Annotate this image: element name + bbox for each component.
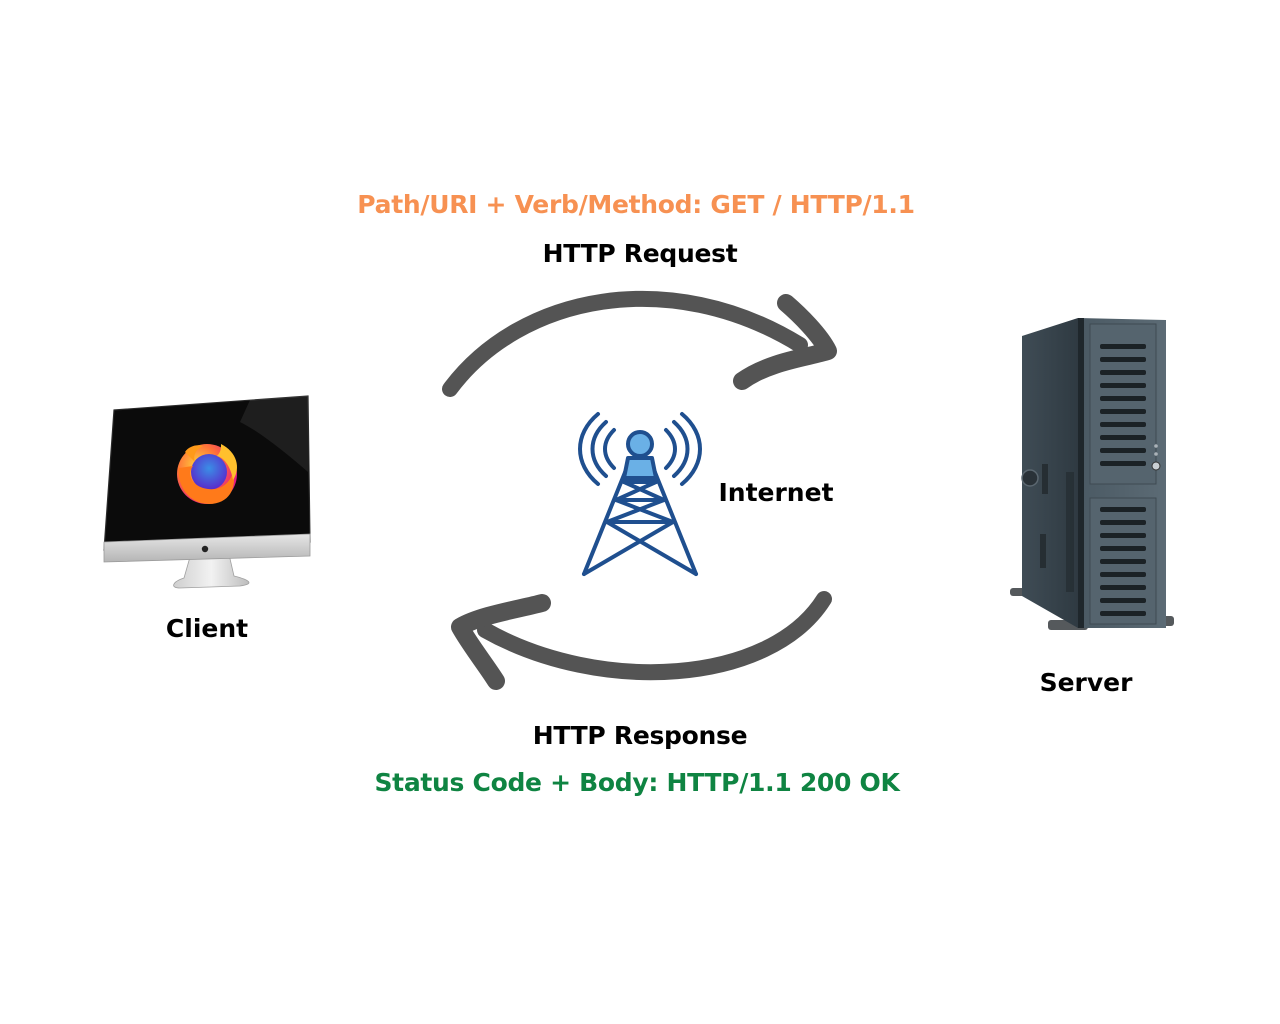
response-arrow-icon	[451, 591, 832, 690]
front-vent-slots	[1100, 344, 1146, 616]
server-node	[1008, 316, 1178, 634]
desktop-monitor-firefox-icon	[103, 395, 311, 589]
radio-tower-icon	[578, 412, 702, 576]
server-tower-icon	[1010, 318, 1174, 630]
request-detail-text: Path/URI + Verb/Method: GET / HTTP/1.1	[357, 190, 915, 219]
request-arrow-icon	[442, 290, 837, 397]
client-label: Client	[165, 614, 249, 643]
request-title: HTTP Request	[542, 239, 738, 268]
response-title: HTTP Response	[532, 721, 748, 750]
client-node	[100, 392, 315, 592]
server-label: Server	[1039, 668, 1133, 697]
internet-label: Internet	[718, 478, 834, 507]
response-detail-text: Status Code + Body: HTTP/1.1 200 OK	[374, 768, 900, 797]
